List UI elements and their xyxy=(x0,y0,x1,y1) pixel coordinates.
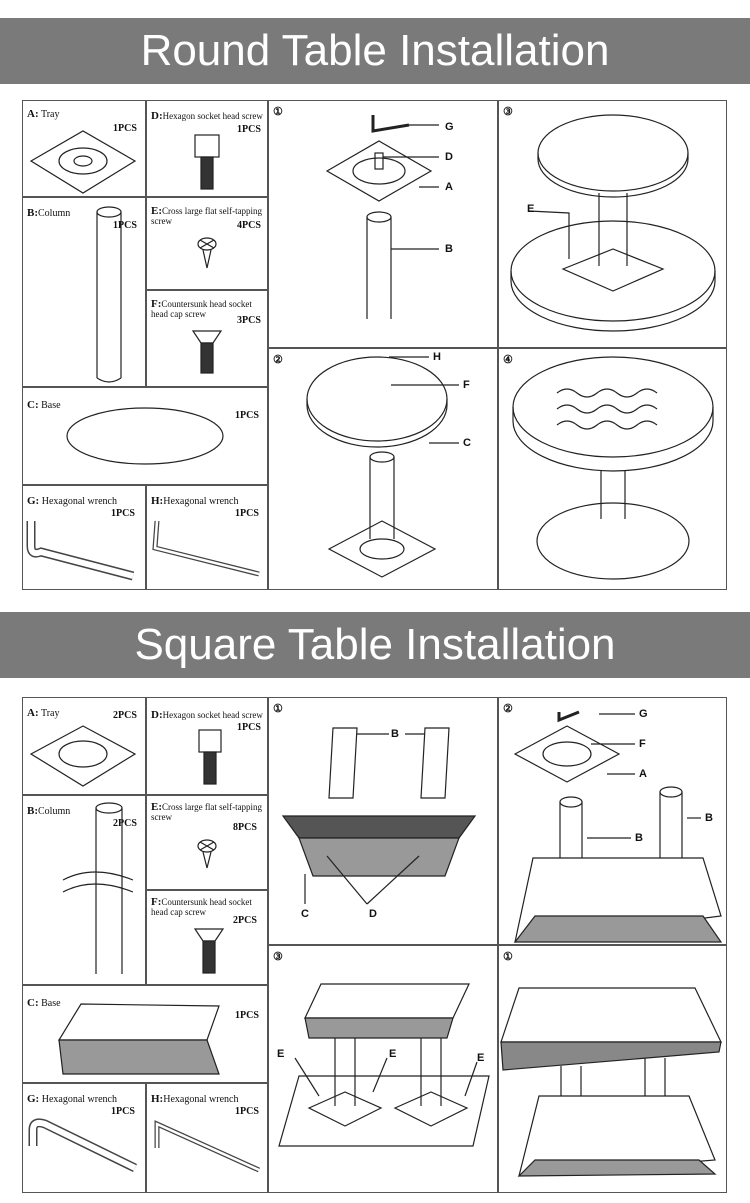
part-tray-panel: A: Tray 1PCS xyxy=(22,100,146,197)
sq-wrench-g-drawing xyxy=(28,1118,137,1173)
square-step-4: ① xyxy=(498,945,727,1193)
sq-part-tapping-screw-panel: E:Cross large flat self-tapping screw 8P… xyxy=(146,795,268,890)
square-step-2: ② G F A B B xyxy=(498,697,727,945)
sq-part-base-panel: C: Base 1PCS xyxy=(22,985,268,1083)
sq-base-drawing xyxy=(57,1003,220,1075)
part-base-panel: C: Base 1PCS xyxy=(22,387,268,485)
sq-wrench-h-drawing xyxy=(154,1120,261,1173)
hex-screw-drawing xyxy=(194,134,220,190)
sq-step-4-drawing xyxy=(500,987,722,1177)
sq-hex-screw-drawing xyxy=(198,729,222,785)
part-label: Tray xyxy=(40,109,60,120)
part-column-panel: B:Column 1PCS xyxy=(22,197,146,387)
sq-part-countersunk-screw-panel: F:Countersunk head socket head cap screw… xyxy=(146,890,268,985)
sq-part-hex-screw-panel: D:Hexagon socket head screw 1PCS xyxy=(146,697,268,795)
column-drawing xyxy=(96,206,122,383)
base-drawing xyxy=(66,407,224,465)
sq-step-2-drawing xyxy=(513,710,723,943)
sq-column-drawing xyxy=(62,802,134,974)
round-step-4: ④ xyxy=(498,348,727,590)
step-4-drawing xyxy=(512,356,714,580)
sq-step-3-drawing xyxy=(278,983,490,1147)
sq-part-column-panel: B:Column 2PCS xyxy=(22,795,146,985)
round-step-3: ③ E xyxy=(498,100,727,348)
part-wrench-g-panel: G: Hexagonal wrench 1PCS xyxy=(22,485,146,590)
tray-drawing xyxy=(29,130,137,194)
round-table-title: Round Table Installation xyxy=(0,18,750,84)
part-tapping-screw-panel: E:Cross large flat self-tapping screw 4P… xyxy=(146,197,268,290)
sq-step-1-drawing xyxy=(281,727,477,905)
wrench-g-drawing xyxy=(26,521,135,581)
step-2-drawing xyxy=(306,356,459,578)
round-step-1: ① G D A B xyxy=(268,100,498,348)
sq-tapping-screw-drawing xyxy=(197,839,217,869)
part-qty: 1PCS xyxy=(113,123,137,134)
wrench-h-drawing xyxy=(152,520,260,577)
square-step-1: ① B C D xyxy=(268,697,498,945)
round-step-2: ② H F C xyxy=(268,348,498,590)
square-table-title: Square Table Installation xyxy=(0,612,750,678)
square-step-3: ③ E E E xyxy=(268,945,498,1193)
step-3-drawing xyxy=(510,114,716,332)
part-hex-screw-panel: D:Hexagon socket head screw 1PCS xyxy=(146,100,268,197)
sq-tray-drawing xyxy=(29,725,137,787)
sq-part-wrench-g-panel: G: Hexagonal wrench 1PCS xyxy=(22,1083,146,1193)
step-1-drawing xyxy=(325,115,439,319)
part-countersunk-screw-panel: F:Countersunk head socket head cap screw… xyxy=(146,290,268,387)
countersunk-screw-drawing xyxy=(191,330,223,374)
step-number: ① xyxy=(273,106,283,118)
sq-part-tray-panel: A: Tray 2PCS xyxy=(22,697,146,795)
sq-part-wrench-h-panel: H:Hexagonal wrench 1PCS xyxy=(146,1083,268,1193)
sq-countersunk-screw-drawing xyxy=(193,928,225,974)
part-wrench-h-panel: H:Hexagonal wrench 1PCS xyxy=(146,485,268,590)
tapping-screw-drawing xyxy=(197,237,217,269)
